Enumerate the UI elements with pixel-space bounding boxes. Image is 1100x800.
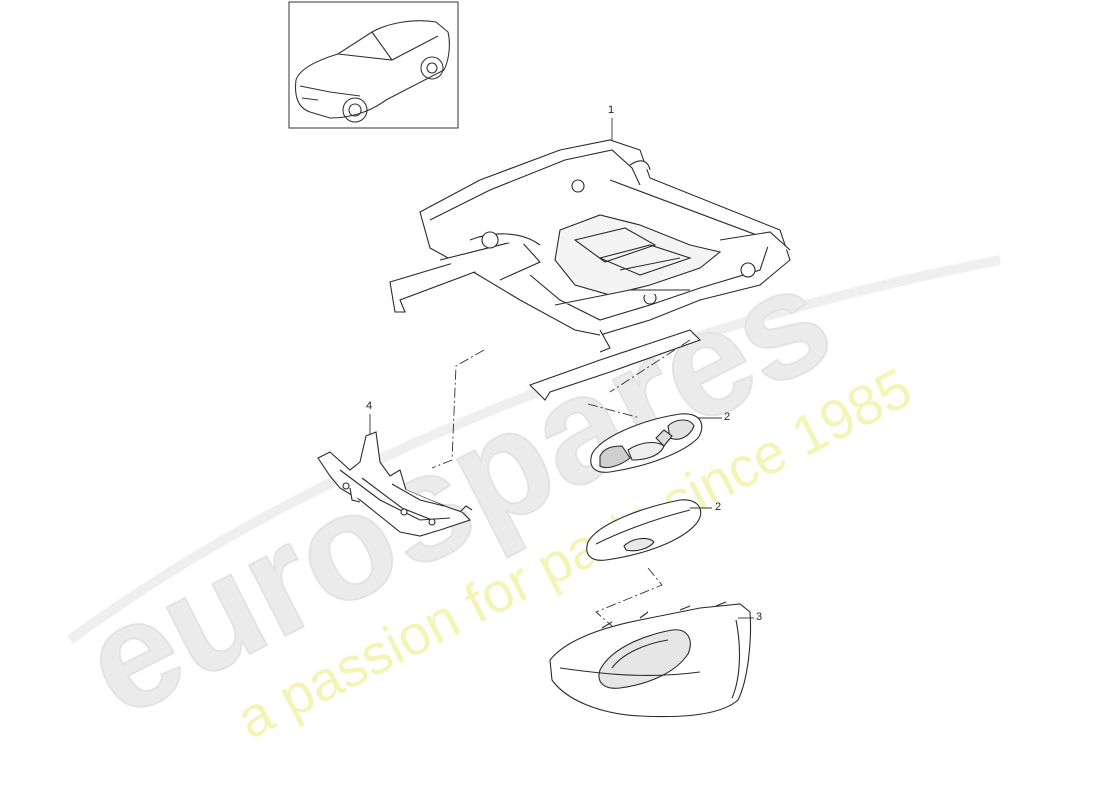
callout-1: 1: [608, 104, 615, 116]
switch-panel-icon: [590, 413, 703, 473]
callout-leaders: [369, 118, 754, 619]
seat-frame-icon: [389, 139, 791, 401]
callout-2-lower: 2: [715, 501, 722, 513]
car-icon: [294, 20, 450, 123]
callout-2-upper: 2: [724, 411, 731, 423]
vehicle-thumbnail: [288, 1, 459, 129]
switch-panel-cover-icon: [586, 499, 702, 561]
callout-4: 4: [366, 400, 373, 412]
wiring-bracket-icon: [317, 431, 473, 537]
callout-3: 3: [756, 611, 763, 623]
leader-lines: [431, 339, 691, 627]
seat-trim-panel-icon: [549, 601, 752, 718]
watermark: eurospares a passion for parts since 198…: [57, 231, 1001, 751]
